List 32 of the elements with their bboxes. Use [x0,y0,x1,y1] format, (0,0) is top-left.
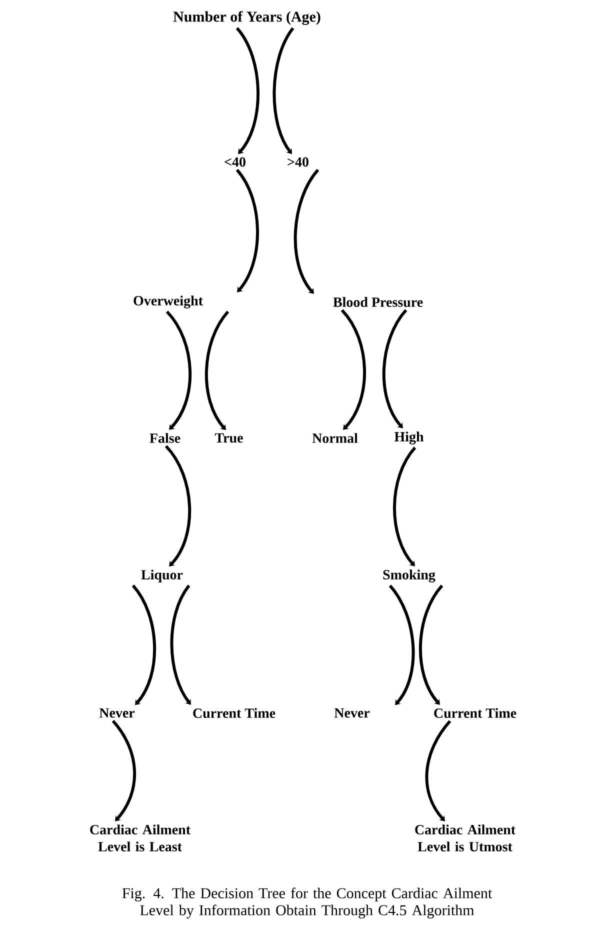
node-label: Cardiac Ailment Level is Utmost [415,824,516,852]
node-label: False [150,433,180,443]
curved-arrow [393,446,416,566]
node-label: Blood Pressure [333,297,423,307]
curved-arrow [132,584,156,706]
node-label: Never [334,708,370,718]
node-label: Number of Years (Age) [173,11,320,25]
curved-arrow [294,169,320,294]
caption: Fig. 4. The Decision Tree for the Concept Cardiac Ailment Level by Information Obtain Through C4.5 Algorithm [122,888,492,918]
node-label: Cardiac Ailment Level is Least [90,824,190,852]
node-label: Never [99,708,135,718]
curved-arrow [164,445,192,566]
node-label: Current Time [193,708,276,718]
curved-arrow [166,310,192,430]
node-label: Overweight [134,296,203,308]
curved-arrow [382,309,408,428]
node-label: Normal [312,433,358,443]
node-label: >40 [288,157,308,167]
node-label: High [394,432,424,444]
node-label: Current Time [434,708,516,718]
curved-arrow [205,310,230,430]
node-label: Smoking [383,570,436,582]
curved-arrow [340,309,366,430]
node-label: Liquor [141,570,183,582]
curved-arrow [112,720,136,822]
node-label: <40 [224,157,246,167]
curved-arrow [170,584,191,705]
node-label: True [214,433,243,443]
curved-arrow [388,584,415,706]
curved-arrow [236,169,259,292]
curved-arrow [425,720,452,822]
curved-arrow [419,584,444,705]
